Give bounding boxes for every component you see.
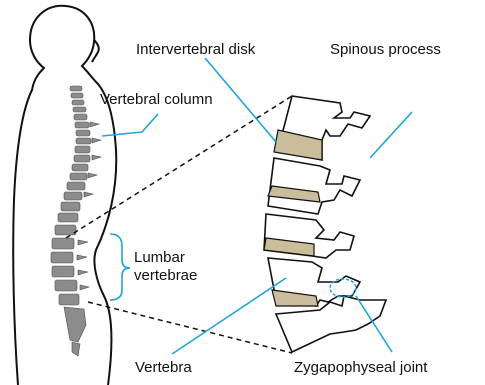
label-zygapophyseal-joint: Zygapophyseal joint bbox=[294, 359, 428, 376]
label-spinous-process: Spinous process bbox=[330, 41, 441, 58]
label-lumbar: Lumbar bbox=[134, 249, 185, 266]
leader-vertebral-column bbox=[142, 114, 158, 132]
spine-illustration bbox=[51, 86, 101, 356]
vertebra-block-2 bbox=[268, 158, 360, 214]
zoom-line-bottom bbox=[88, 302, 292, 353]
label-intervertebral-disk: Intervertebral disk bbox=[136, 41, 256, 58]
leader-intervertebral-disk bbox=[205, 58, 276, 142]
leader-spinous-process bbox=[370, 112, 412, 158]
label-vertebral-column: Vertebral column bbox=[100, 91, 213, 108]
zoom-line-top bbox=[66, 96, 292, 238]
label-vertebrae: vertebrae bbox=[134, 267, 197, 284]
lumbar-bracket bbox=[110, 234, 130, 300]
leader-vertebra bbox=[172, 278, 286, 354]
label-vertebra: Vertebra bbox=[135, 359, 192, 376]
leader-vertebral-column-2 bbox=[102, 132, 142, 136]
